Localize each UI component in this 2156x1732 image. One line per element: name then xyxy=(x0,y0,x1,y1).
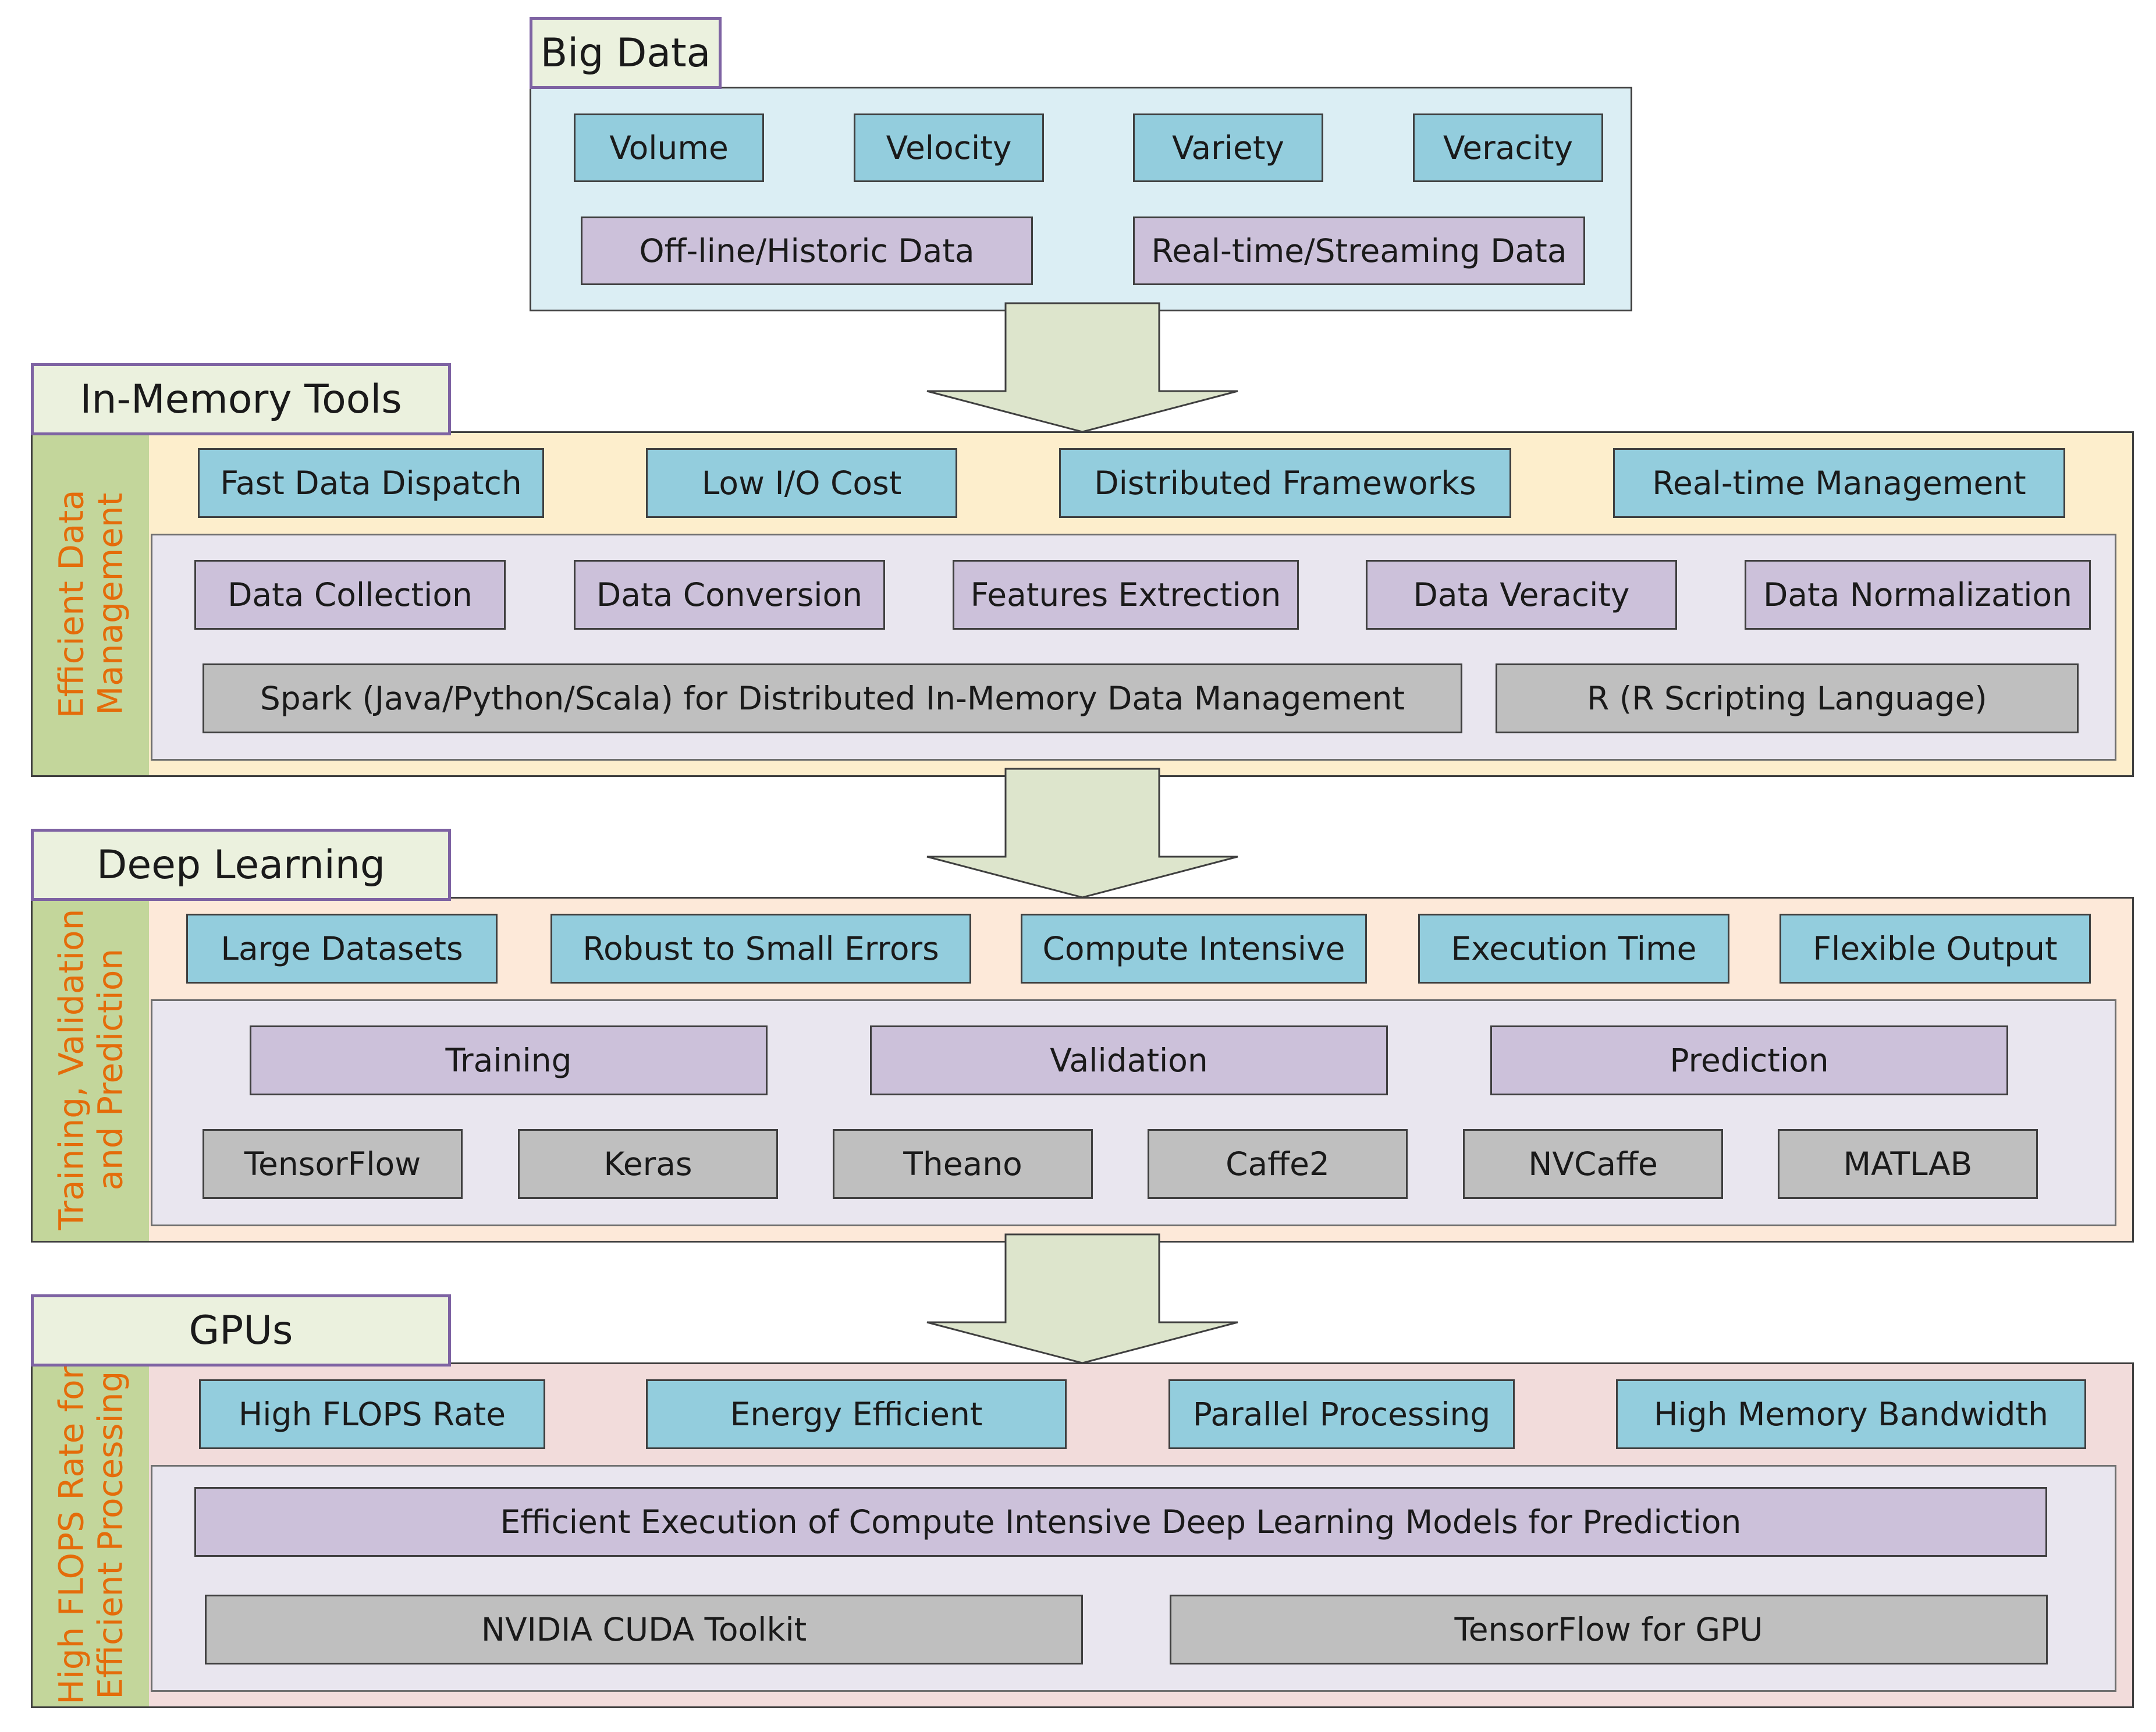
variety-box: Variety xyxy=(1133,113,1323,182)
prediction-box: Prediction xyxy=(1490,1025,2008,1095)
in-memory-title: In-Memory Tools xyxy=(31,363,451,435)
nvidia-cuda-toolkit-box: NVIDIA CUDA Toolkit xyxy=(205,1595,1083,1664)
fast-data-dispatch-box: Fast Data Dispatch xyxy=(198,448,544,518)
flow-arrow-2 xyxy=(926,768,1238,899)
flow-arrow-1 xyxy=(926,302,1238,433)
deep-learning-title: Deep Learning xyxy=(31,829,451,901)
data-collection-box: Data Collection xyxy=(194,560,506,630)
flow-arrow-3 xyxy=(926,1233,1238,1364)
data-veracity-box: Data Veracity xyxy=(1366,560,1677,630)
gpus-title: GPUs xyxy=(31,1294,451,1367)
efficient-execution-box: Efficient Execution of Compute Intensive… xyxy=(194,1487,2047,1557)
data-normalization-box: Data Normalization xyxy=(1745,560,2091,630)
spark-box: Spark (Java/Python/Scala) for Distribute… xyxy=(203,663,1462,733)
low-io-cost-box: Low I/O Cost xyxy=(646,448,957,518)
gpus-side-bar: High FLOPS Rate for Efficient Processing xyxy=(33,1364,149,1706)
high-memory-bandwidth-box: High Memory Bandwidth xyxy=(1616,1379,2086,1449)
velocity-box: Velocity xyxy=(854,113,1044,182)
tensorflow-for-gpu-box: TensorFlow for GPU xyxy=(1170,1595,2048,1664)
theano-box: Theano xyxy=(833,1129,1093,1199)
distributed-frameworks-box: Distributed Frameworks xyxy=(1059,448,1511,518)
offline-historic-data-box: Off-line/Historic Data xyxy=(581,216,1033,285)
parallel-processing-box: Parallel Processing xyxy=(1168,1379,1515,1449)
big-data-title: Big Data xyxy=(530,17,722,89)
volume-box: Volume xyxy=(574,113,764,182)
caffe2-box: Caffe2 xyxy=(1148,1129,1408,1199)
flexible-output-box: Flexible Output xyxy=(1780,914,2091,984)
deep-learning-side-label: Training, Validation and Prediction xyxy=(51,908,130,1231)
training-box: Training xyxy=(250,1025,768,1095)
features-extrection-box: Features Extrection xyxy=(953,560,1299,630)
in-memory-side-bar: Efficient Data Management xyxy=(33,433,149,775)
gpus-side-label: High FLOPS Rate for Efficient Processing xyxy=(51,1365,130,1705)
energy-efficient-box: Energy Efficient xyxy=(646,1379,1067,1449)
data-conversion-box: Data Conversion xyxy=(574,560,885,630)
in-memory-side-label: Efficient Data Management xyxy=(51,489,130,719)
tensorflow-box: TensorFlow xyxy=(203,1129,463,1199)
realtime-management-box: Real-time Management xyxy=(1613,448,2065,518)
robust-to-small-errors-box: Robust to Small Errors xyxy=(550,914,971,984)
large-datasets-box: Large Datasets xyxy=(186,914,498,984)
deep-learning-side-bar: Training, Validation and Prediction xyxy=(33,899,149,1241)
compute-intensive-box: Compute Intensive xyxy=(1021,914,1367,984)
execution-time-box: Execution Time xyxy=(1418,914,1729,984)
veracity-box: Veracity xyxy=(1413,113,1603,182)
keras-box: Keras xyxy=(518,1129,778,1199)
r-language-box: R (R Scripting Language) xyxy=(1496,663,2079,733)
high-flops-rate-box: High FLOPS Rate xyxy=(199,1379,545,1449)
matlab-box: MATLAB xyxy=(1778,1129,2038,1199)
nvcaffe-box: NVCaffe xyxy=(1463,1129,1723,1199)
realtime-streaming-data-box: Real-time/Streaming Data xyxy=(1133,216,1585,285)
validation-box: Validation xyxy=(870,1025,1388,1095)
